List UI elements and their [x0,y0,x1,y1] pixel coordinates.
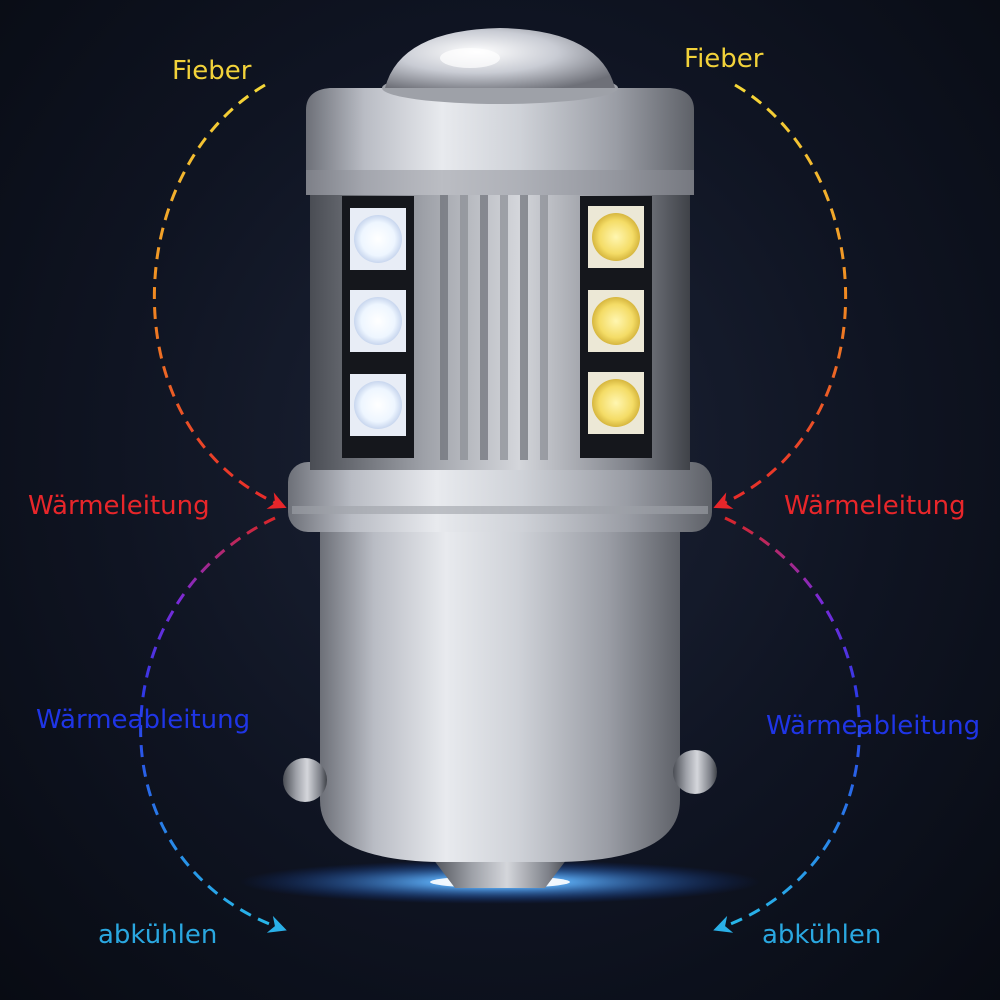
label-waermeleitung-right: Wärmeleitung [784,491,966,521]
label-fieber-left: Fieber [172,56,252,86]
label-fieber-right: Fieber [684,44,764,74]
label-waermeleitung-left: Wärmeleitung [28,491,210,521]
dashed-arrow-icon [139,83,287,933]
led-bulb-icon [283,28,717,888]
dashed-arrow-icon [713,83,861,933]
label-waermeableitung-right: Wärmeableitung [766,711,981,741]
label-waermeableitung-left: Wärmeableitung [36,705,251,735]
label-abkuehlen-left: abkühlen [98,920,218,950]
label-abkuehlen-right: abkühlen [762,920,882,950]
